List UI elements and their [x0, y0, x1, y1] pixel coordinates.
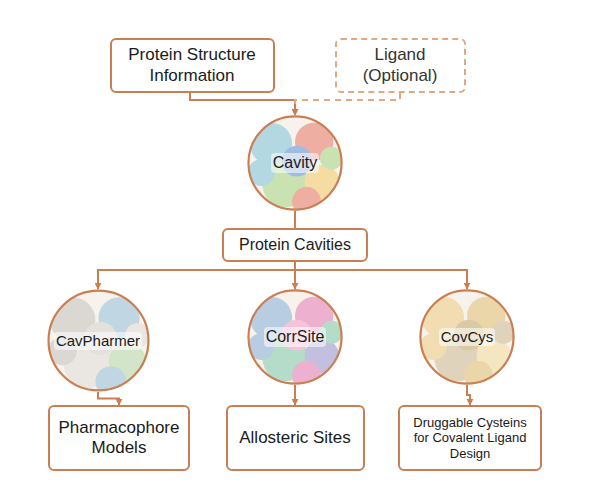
- flow-connector: [295, 262, 467, 289]
- text-group: Pharmacophore Models: [58, 418, 180, 459]
- tool-name: CorrSite: [264, 327, 327, 346]
- tool-circle: CovCys: [419, 289, 515, 385]
- box-label: Ligand (Optional): [345, 45, 456, 86]
- box-label: Protein Cavities: [239, 235, 351, 254]
- text-group: Druggable Cysteins for Covalent Ligand D…: [408, 415, 532, 462]
- molecule-illustration: [420, 297, 515, 385]
- circle-outline: [248, 290, 341, 383]
- text-group: CavPharmer: [54, 332, 142, 350]
- optional-input-box: Ligand (Optional): [335, 38, 466, 93]
- box-label: Pharmacophore Models: [58, 418, 180, 459]
- tool-circle: CavPharmer: [47, 289, 150, 392]
- text-group: CovCys: [439, 328, 496, 346]
- flow-connector: [190, 93, 295, 115]
- box-label: Druggable Cysteins for Covalent Ligand D…: [408, 415, 532, 462]
- tool-circle: CorrSite: [247, 289, 343, 385]
- text-group: CorrSite: [264, 327, 327, 346]
- tool-name: CovCys: [439, 328, 496, 346]
- box-label: Protein Structure Information: [120, 45, 265, 86]
- circle-outline: [248, 116, 341, 209]
- molecule-illustration: [248, 123, 343, 211]
- process-box: Pharmacophore Models: [48, 405, 190, 471]
- circle-outline: [420, 290, 513, 383]
- tool-circle: Cavity: [247, 115, 343, 211]
- process-box: Druggable Cysteins for Covalent Ligand D…: [398, 405, 542, 471]
- flow-connector: [295, 93, 400, 115]
- process-box: Protein Structure Information: [110, 38, 275, 93]
- process-box: Allosteric Sites: [226, 405, 365, 471]
- tool-name: CavPharmer: [54, 332, 142, 350]
- flow-connector: [98, 392, 119, 405]
- text-group: Protein Structure Information: [120, 45, 265, 86]
- flow-connector: [467, 385, 470, 405]
- text-group: Protein Cavities: [239, 235, 351, 254]
- text-group: Ligand (Optional): [345, 45, 456, 86]
- circle-outline: [48, 291, 148, 391]
- process-box: Protein Cavities: [222, 228, 368, 262]
- box-label: Allosteric Sites: [239, 428, 350, 448]
- molecule-illustration: [248, 297, 343, 385]
- flow-connector: [294, 385, 296, 405]
- molecule-illustration: [48, 297, 150, 392]
- tool-name: Cavity: [271, 153, 319, 172]
- flow-connector: [294, 211, 296, 228]
- text-group: Allosteric Sites: [239, 428, 350, 448]
- text-group: Cavity: [271, 153, 319, 172]
- flow-connector: [98, 262, 295, 289]
